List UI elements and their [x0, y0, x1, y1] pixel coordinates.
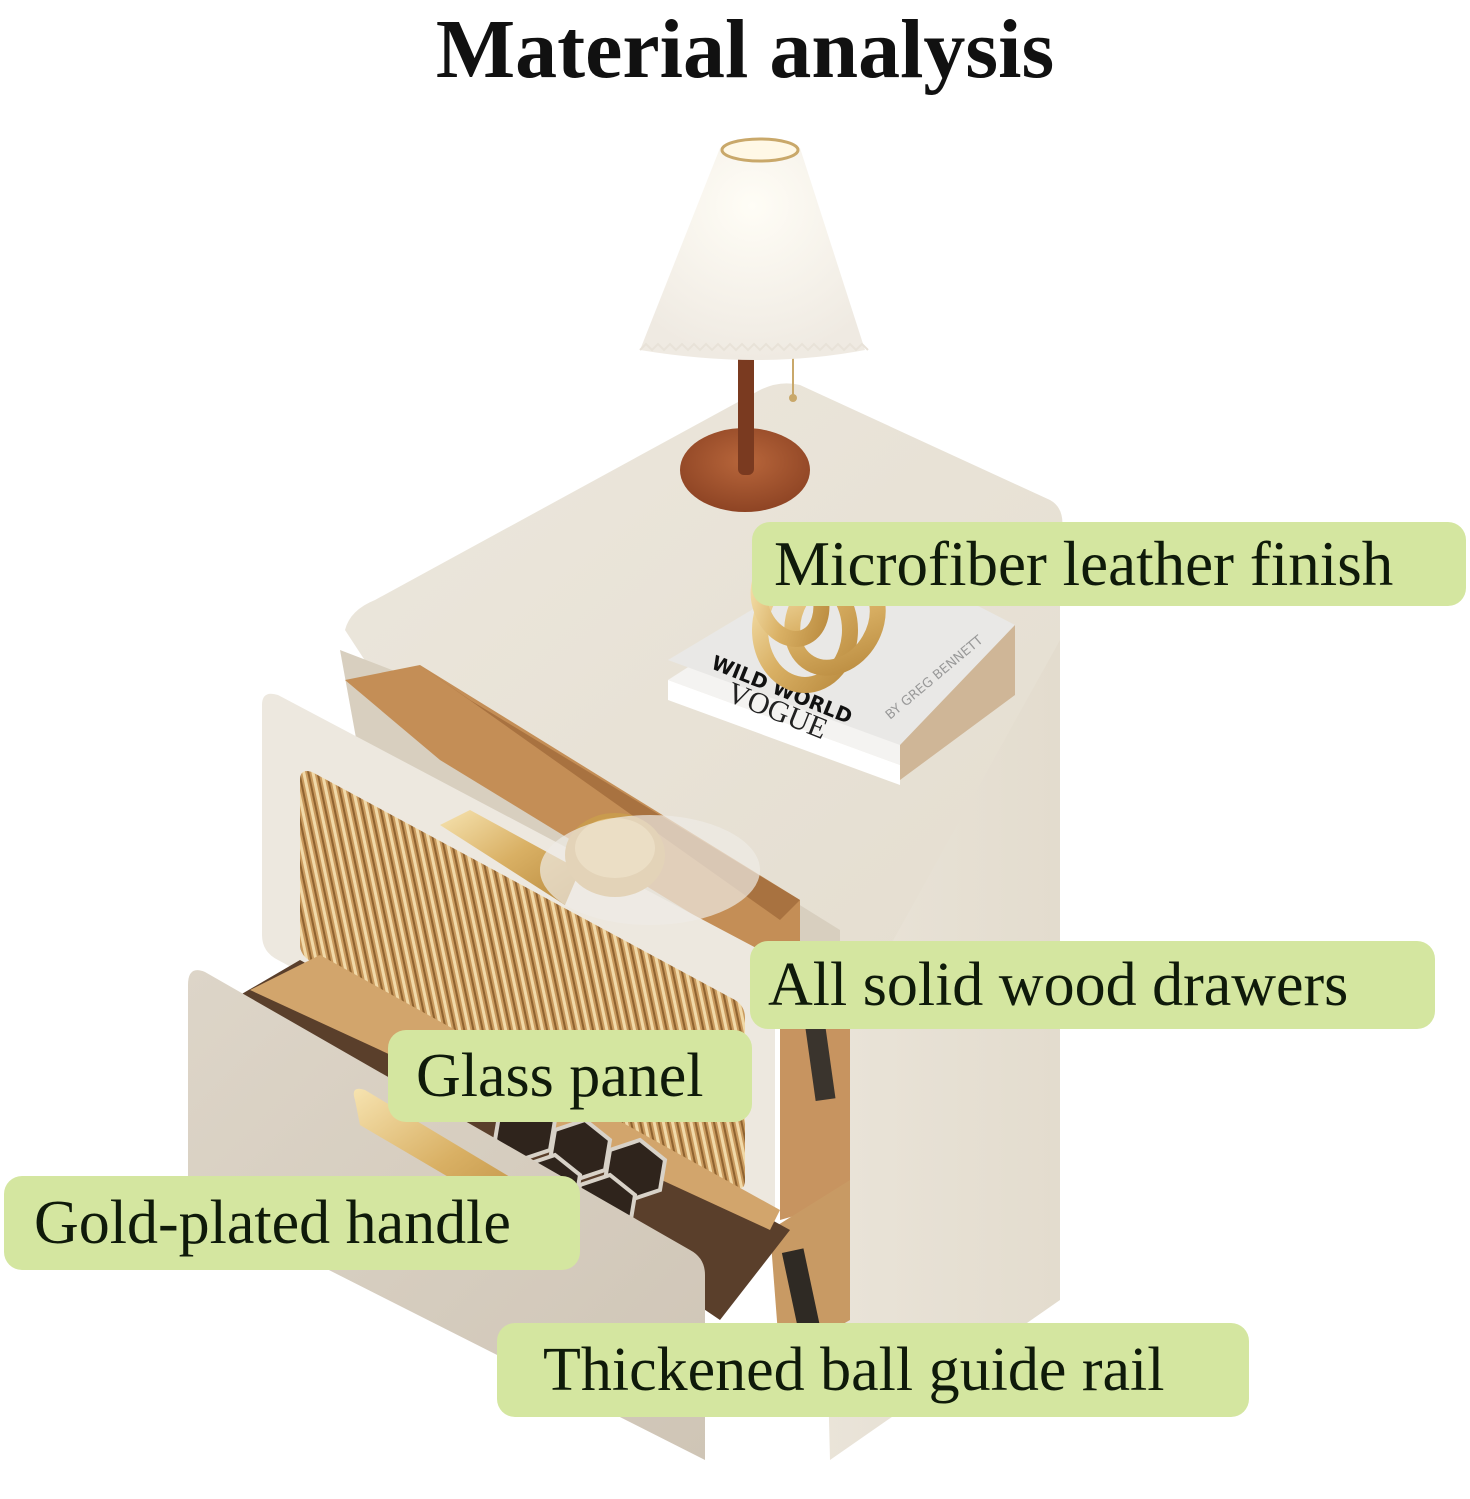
lamp-stem — [738, 340, 754, 475]
lamp-shade — [640, 140, 865, 360]
callout-ball-guide-rail: Thickened ball guide rail — [497, 1323, 1249, 1417]
callout-label: Gold-plated handle — [34, 1189, 511, 1257]
page-title: Material analysis — [435, 3, 1055, 96]
table-lamp — [639, 137, 869, 512]
callout-glass-panel: Glass panel — [388, 1030, 752, 1122]
callout-label: Microfiber leather finish — [774, 528, 1394, 599]
callout-microfiber-leather: Microfiber leather finish — [752, 522, 1466, 606]
callout-label: Glass panel — [416, 1042, 704, 1110]
callout-label: Thickened ball guide rail — [543, 1336, 1165, 1404]
ball-guide-rail — [770, 1180, 850, 1360]
callout-gold-handle: Gold-plated handle — [4, 1176, 580, 1270]
callout-solid-wood-drawers: All solid wood drawers — [750, 941, 1435, 1029]
callout-label: All solid wood drawers — [768, 951, 1349, 1019]
